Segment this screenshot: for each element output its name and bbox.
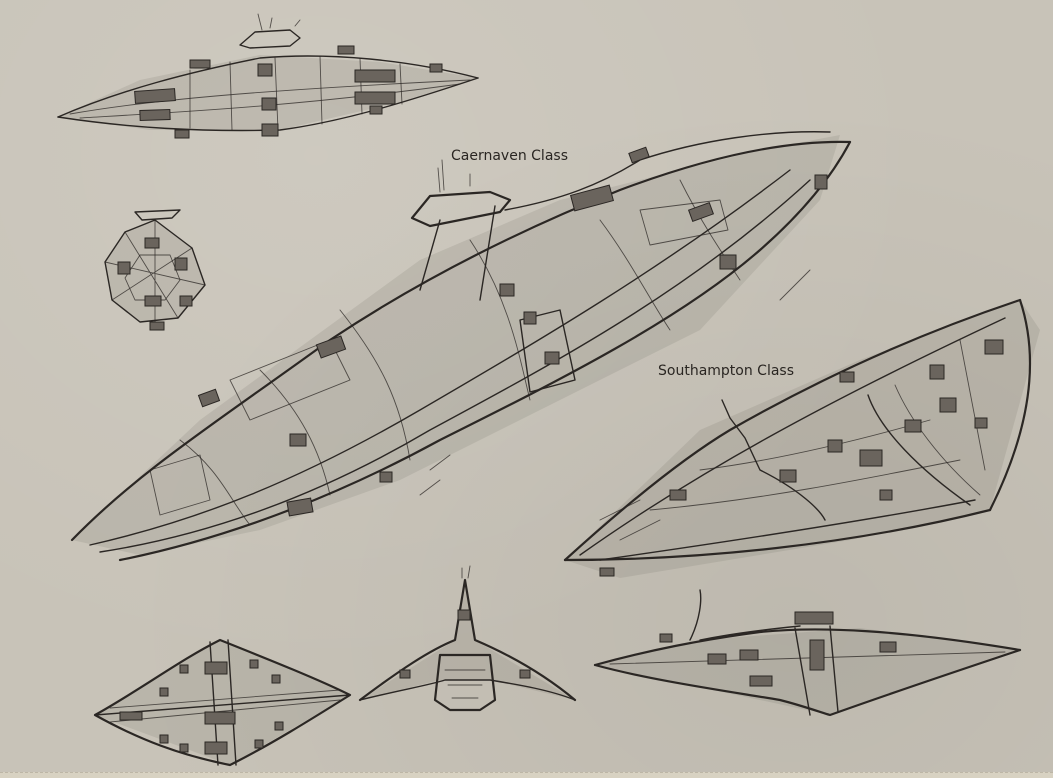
southampton-side-view-sketch xyxy=(593,589,1022,717)
southampton-class-label: Southampton Class xyxy=(658,363,795,379)
caernaven-class-ship-sketch xyxy=(70,131,852,562)
caernaven-class-label: Caernaven Class xyxy=(451,148,568,164)
top-view-ship-sketch xyxy=(93,638,352,767)
side-view-ship-sketch xyxy=(57,13,479,139)
southampton-front-view-sketch xyxy=(358,565,577,712)
sketch-hatching xyxy=(419,269,811,541)
front-view-ship-sketch xyxy=(104,209,206,331)
paper-edge xyxy=(0,772,1053,778)
southampton-class-ship-sketch xyxy=(563,298,1040,578)
